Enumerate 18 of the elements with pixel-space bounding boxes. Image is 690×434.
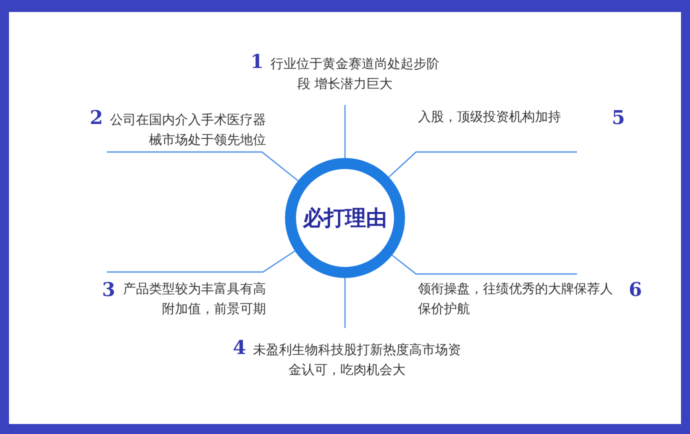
connector-line	[388, 151, 577, 178]
reason-text: 公司在国内介入手术医疗器械市场处于领先地位	[110, 113, 266, 148]
reason-text: 领衔操盘，往绩优秀的大牌保荐人保价护航	[418, 282, 613, 317]
item-number: 1	[250, 52, 264, 72]
item-number: 3	[102, 280, 116, 300]
connector-line	[344, 105, 346, 158]
connector-line	[392, 254, 577, 275]
reason-text: 行业位于黄金赛道尚处起步阶段 增长潜力巨大	[270, 57, 440, 92]
connector-line	[344, 278, 346, 328]
item-number: 6	[628, 280, 642, 300]
connector-line	[107, 151, 298, 182]
reason-text: 未盈利生物科技股打新热度高市场资金认可，吃肉机会大	[253, 343, 462, 378]
reason-text: 入股，顶级投资机构加持	[418, 110, 561, 125]
reason-text: 产品类型较为丰富具有高附加值，前景可期	[123, 282, 266, 317]
connector-line	[107, 250, 296, 273]
item-number: 5	[612, 108, 625, 128]
item-number: 2	[90, 108, 103, 128]
item-number: 4	[232, 338, 246, 358]
